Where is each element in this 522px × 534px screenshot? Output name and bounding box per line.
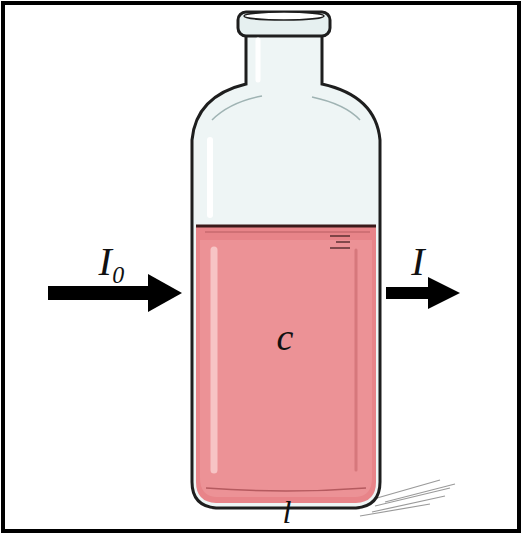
glass-highlight [207,140,213,215]
solution-shade [355,250,358,470]
transmitted-intensity: I [411,242,424,282]
solution [196,226,376,503]
glass-line [212,96,262,120]
bottle-mouth [244,12,324,20]
solution-highlight [211,250,218,470]
graduation-marks [330,236,350,248]
bottle-base [206,488,366,491]
concentration-label: c [277,318,294,356]
glass-line [312,97,360,120]
bottle-body [192,34,380,508]
bottle-lip [238,12,330,36]
incident-intensity: I₀ [98,242,125,282]
frame [3,3,519,531]
solution-shade [200,240,372,497]
glass-highlight [256,40,261,80]
path-length-label: l [283,496,292,528]
solution-surface [196,225,376,228]
solution-surface [205,231,370,233]
